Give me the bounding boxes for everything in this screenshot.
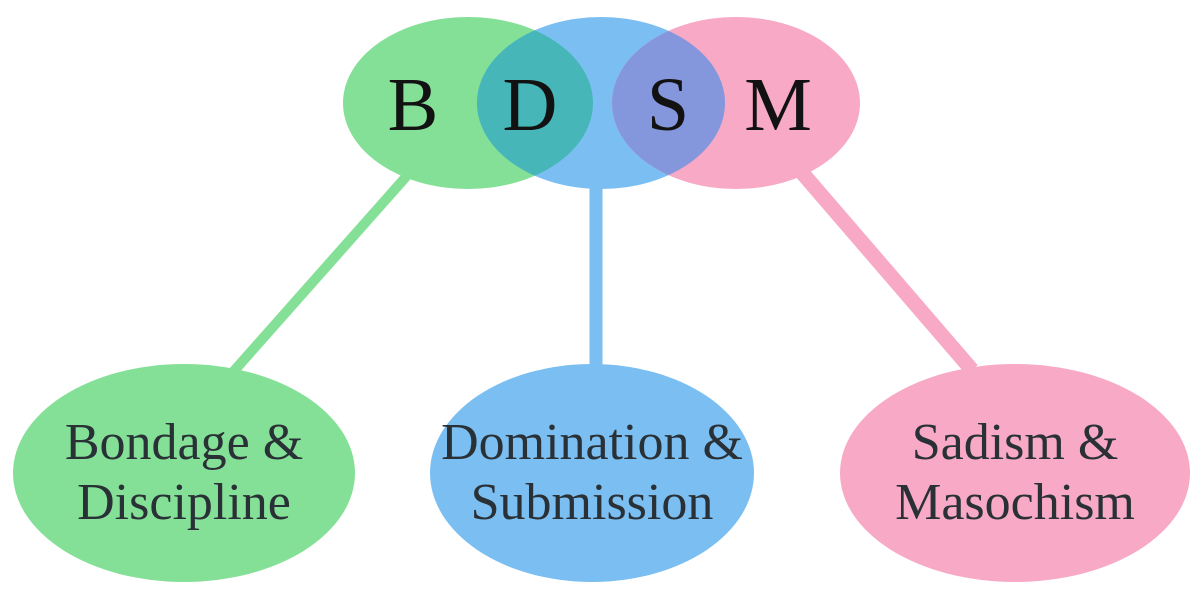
bondage-label-line2: Discipline — [77, 474, 291, 531]
domination-label-line1: Domination & — [441, 414, 743, 471]
letter-d: D — [503, 63, 558, 147]
connector-line-bondage — [229, 166, 416, 376]
venn-overlap-green-blue — [477, 17, 593, 189]
domination-label-line2: Submission — [471, 474, 714, 531]
sadism-label-line1: Sadism & — [912, 414, 1119, 471]
letter-s: S — [647, 63, 689, 147]
sadism-ellipse — [840, 364, 1190, 582]
letter-m: M — [744, 63, 812, 147]
connector-line-sadism — [792, 163, 978, 375]
venn-overlap-blue-pink — [612, 17, 725, 189]
bondage-label-line1: Bondage & — [65, 414, 303, 471]
domination-ellipse — [430, 364, 754, 582]
connector-lines — [229, 163, 978, 376]
sadism-label-line2: Masochism — [895, 474, 1135, 531]
bondage-ellipse — [13, 364, 355, 582]
letter-b: B — [388, 63, 439, 147]
